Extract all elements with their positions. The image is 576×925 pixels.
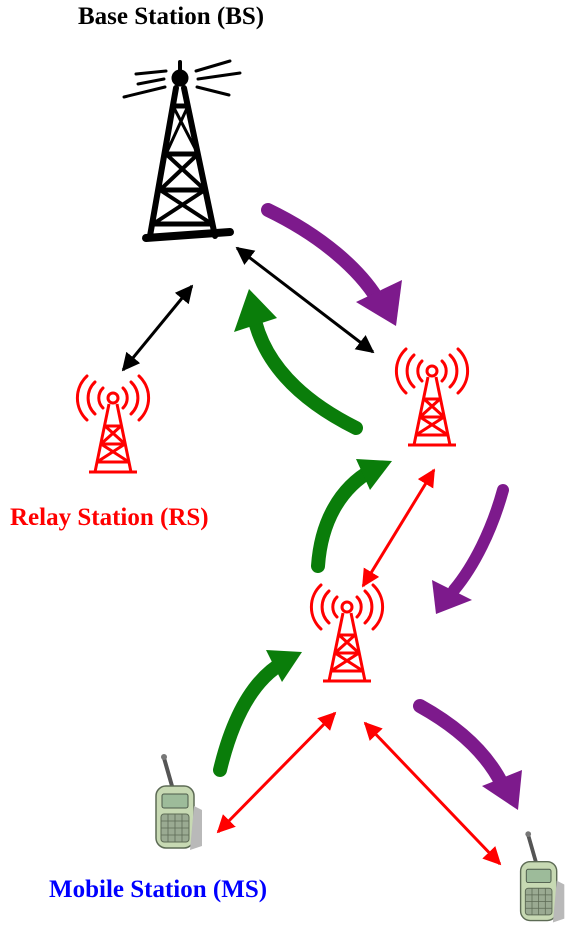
handset-icon xyxy=(518,829,567,925)
uplink-arrow xyxy=(234,289,363,435)
handset-icon xyxy=(154,752,204,852)
rs-ms-link xyxy=(363,721,502,866)
relay-tower-icon xyxy=(75,374,151,474)
base-station-label: Base Station (BS) xyxy=(78,3,265,30)
downlink-arrow xyxy=(261,203,402,326)
uplink-arrow xyxy=(213,650,302,777)
bs-rs-link xyxy=(121,284,194,372)
bs-rs-link xyxy=(235,246,375,354)
uplink-arrow xyxy=(311,459,392,573)
relay-tower-icon xyxy=(309,583,385,683)
downlink-arrow xyxy=(413,699,522,810)
downlink-arrow xyxy=(432,484,509,614)
rs-rs-link xyxy=(361,468,436,588)
tower-icon xyxy=(122,59,242,242)
rs-ms-link xyxy=(216,711,337,834)
mobile-station-label: Mobile Station (MS) xyxy=(49,876,268,903)
relay-tower-icon xyxy=(394,347,470,447)
relay-station-label: Relay Station (RS) xyxy=(10,504,209,531)
